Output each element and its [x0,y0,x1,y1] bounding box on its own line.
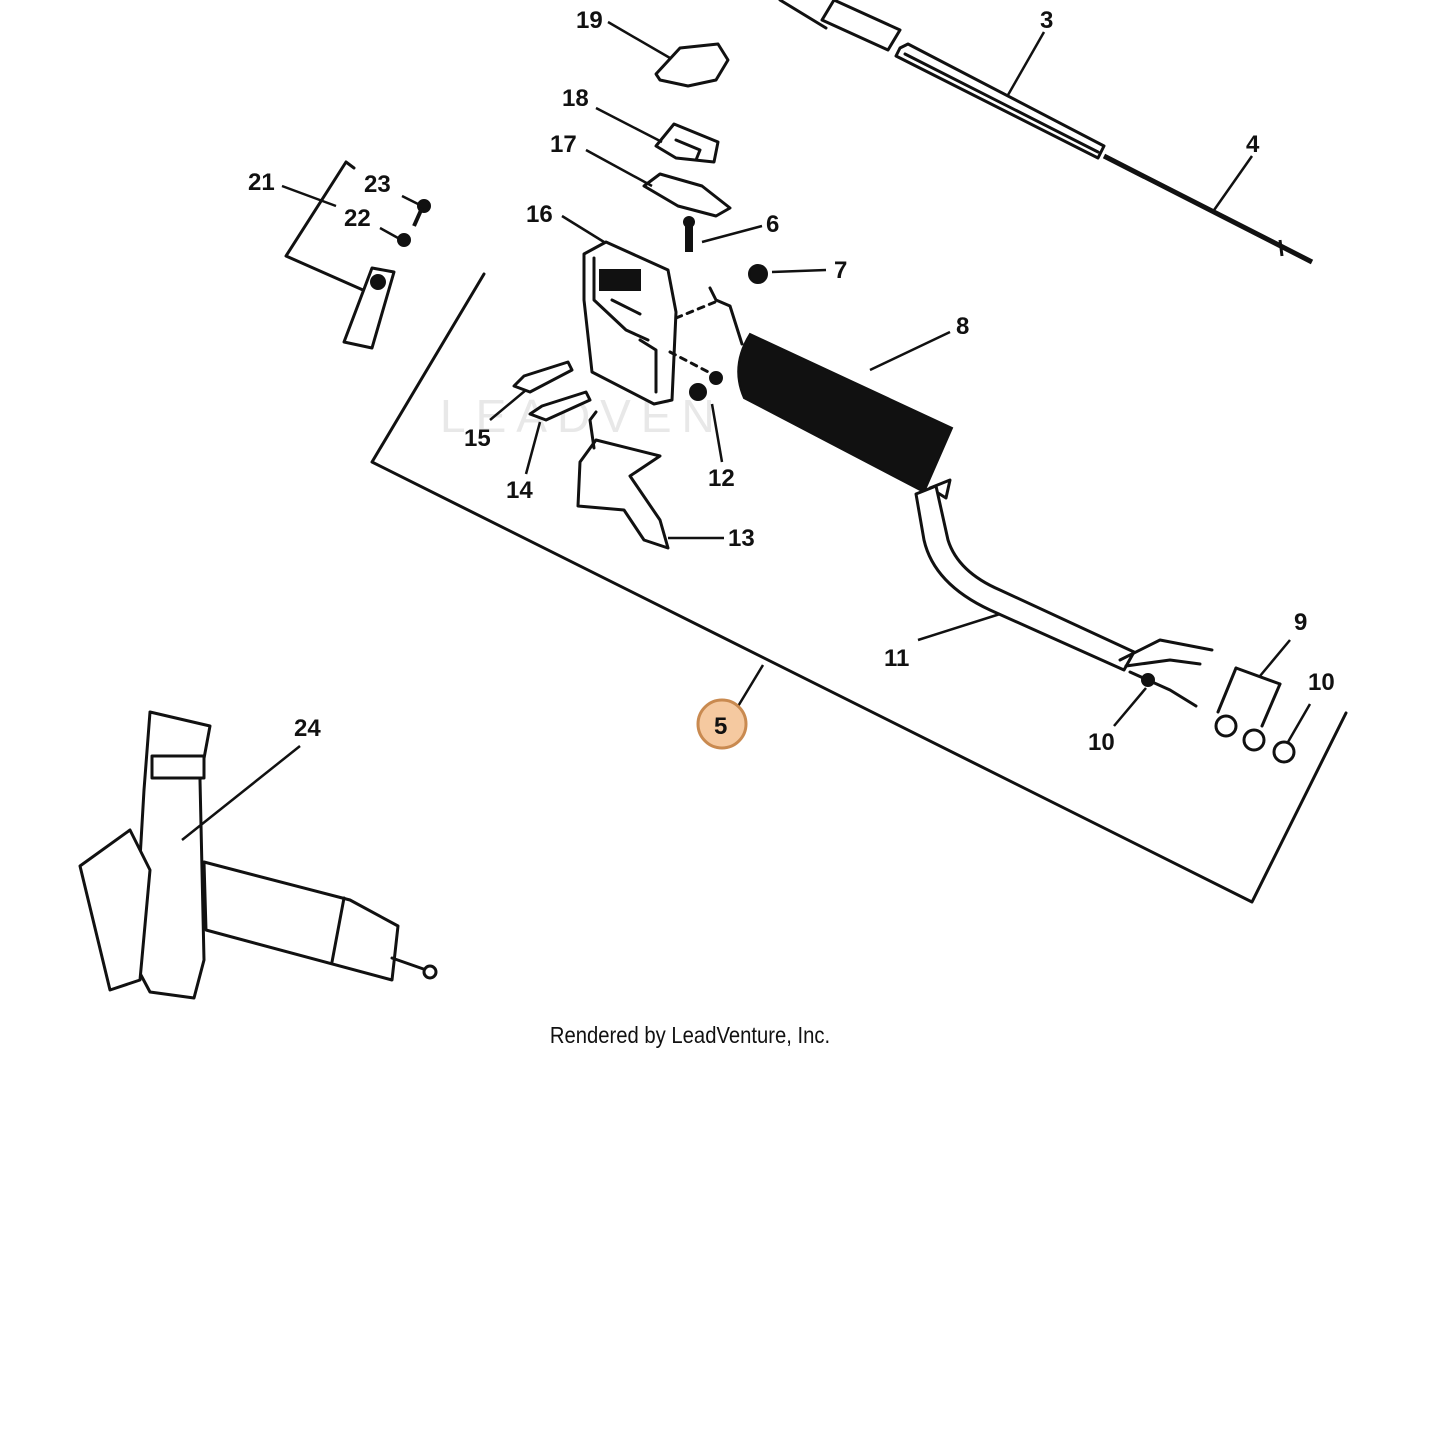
callout-7[interactable]: 7 [834,257,847,284]
leader-23 [401,194,419,206]
callout-8[interactable]: 8 [956,313,969,340]
callout-14[interactable]: 14 [506,477,533,504]
leader-21 [281,184,337,208]
leader-8 [869,330,951,372]
part-18-switch[interactable] [654,122,720,164]
leader-22 [379,226,399,240]
callout-21[interactable]: 21 [248,169,275,196]
callout-23[interactable]: 23 [364,171,391,198]
bracket-9-top [1234,666,1282,686]
callout-11[interactable]: 11 [884,645,909,672]
callout-19[interactable]: 19 [576,7,603,34]
part-17-plate[interactable] [642,172,732,218]
dashed-guide-2 [668,350,718,378]
leader-24 [181,745,301,841]
callout-9[interactable]: 9 [1294,609,1307,636]
callout-18[interactable]: 18 [562,85,589,112]
leader-17 [585,148,653,188]
footer-credit: Rendered by LeadVenture, Inc. [549,1022,831,1048]
callout-13[interactable]: 13 [728,525,755,552]
part-19-cover[interactable] [654,42,730,88]
leader-16 [561,214,605,244]
leader-10-left [1113,687,1147,727]
part-3-shaft-tube[interactable] [778,0,1106,160]
callout-5-highlight[interactable]: 5 [696,698,748,750]
leader-5 [735,664,765,709]
part-23-screw[interactable] [412,199,431,227]
part-4-drive-cable[interactable] [1102,153,1314,265]
part-21-bracket [284,160,374,296]
highlight-circle [696,698,748,750]
part-14-screw[interactable] [528,390,592,422]
part-7-nut[interactable] [748,264,768,284]
ground-wire [708,286,744,346]
callout-3[interactable]: 3 [1040,7,1053,34]
leader-19 [607,20,671,60]
part-12-screw[interactable] [689,371,723,401]
part-9-bracket [1216,666,1282,728]
part-8-foam-grip[interactable] [737,332,954,500]
callout-10-left[interactable]: 10 [1088,729,1115,756]
callout-10-right[interactable]: 10 [1308,669,1335,696]
part-13-throttle-trigger[interactable] [576,410,670,550]
callout-4[interactable]: 4 [1246,131,1260,158]
leader-9 [1259,639,1291,677]
part-15-screw[interactable] [512,360,574,394]
callout-16[interactable]: 16 [526,201,553,228]
leader-7 [771,268,827,274]
part-24-harness-strap[interactable] [78,710,438,1000]
callout-15[interactable]: 15 [464,425,491,452]
leader-12 [710,403,724,463]
leader-18 [595,106,663,144]
callout-6[interactable]: 6 [766,211,779,238]
callout-5[interactable]: 5 [714,713,727,740]
dashed-guide-1 [674,298,722,320]
part-9-clips[interactable] [1214,714,1296,764]
callout-24[interactable]: 24 [294,715,321,742]
part-10-terminal[interactable] [1128,670,1198,708]
leader-10-right [1286,703,1312,743]
callout-22[interactable]: 22 [344,205,371,232]
part-6-screw[interactable] [683,216,695,252]
part-22-nut[interactable] [397,233,411,247]
part-11-handle-tube[interactable] [914,484,1214,672]
part-16-handle-housing[interactable] [582,240,678,406]
leader-14 [524,421,542,475]
leader-6 [701,224,763,244]
leader-4 [1210,155,1254,214]
leader-15 [489,389,527,421]
leader-3 [1006,31,1046,96]
leader-11 [917,612,1001,642]
callout-12[interactable]: 12 [708,465,735,492]
callout-17[interactable]: 17 [550,131,577,158]
part-21-knob[interactable] [342,266,396,350]
group-5-bracket [370,272,1348,904]
